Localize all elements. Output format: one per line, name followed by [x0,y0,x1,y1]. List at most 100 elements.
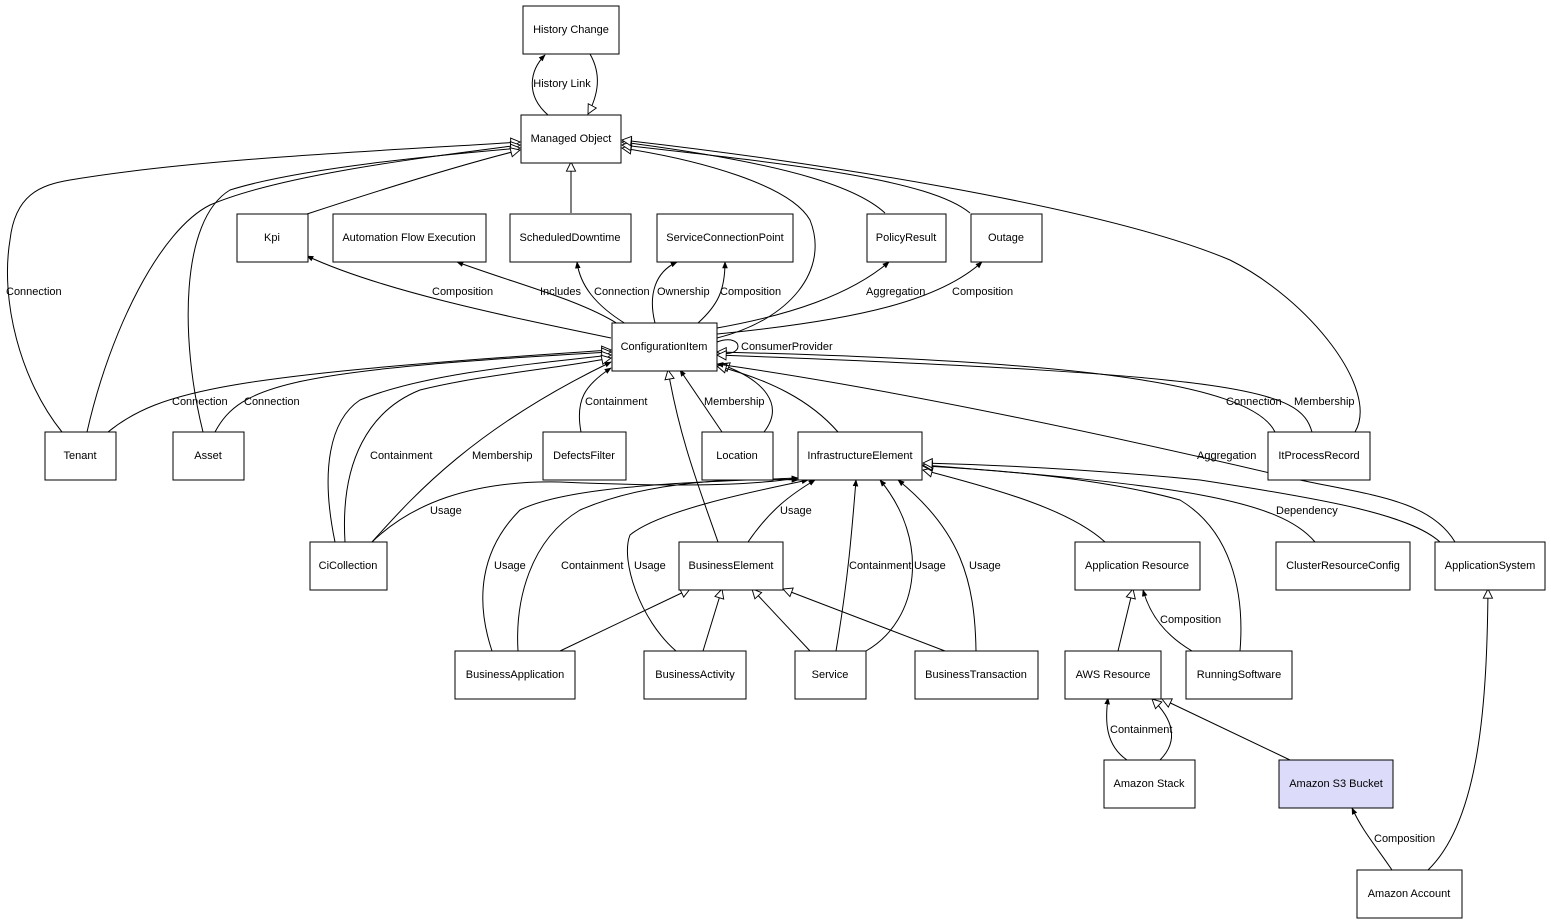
node-business-application[interactable]: BusinessApplication [454,650,576,700]
label-acct-s3-composition: Composition [1374,833,1435,845]
node-label: DefectsFilter [553,450,615,462]
node-label: Service [812,669,849,681]
node-cluster-resource-config[interactable]: ClusterResourceConfig [1275,541,1411,591]
label-ba-ie-containment: Containment [561,560,623,572]
node-application-system[interactable]: ApplicationSystem [1434,541,1546,591]
node-amazon-s3-bucket[interactable]: Amazon S3 Bucket [1278,759,1394,809]
node-business-element[interactable]: BusinessElement [678,541,784,591]
label-ci-sd-connection: Connection [594,286,650,298]
label-tenant-ci-connection: Connection [172,396,228,408]
node-label: ApplicationSystem [1445,560,1536,572]
node-label: InfrastructureElement [807,450,912,462]
edge-stack-aws-containment [1104,697,1128,761]
node-kpi[interactable]: Kpi [236,213,309,263]
node-service-connection-point[interactable]: ServiceConnectionPoint [656,213,794,263]
edge-crc-ie-dependency [923,465,1316,543]
edge-ci-kpi-composition [306,255,612,339]
node-defects-filter[interactable]: DefectsFilter [542,431,627,481]
node-label: AWS Resource [1076,669,1151,681]
label-ba-ie-usage: Usage [494,560,526,572]
node-label: Managed Object [531,133,612,145]
node-infrastructure-element[interactable]: InfrastructureElement [797,431,923,481]
node-label: Application Resource [1085,560,1189,572]
edge-ci-self-consumerprovider [716,339,739,357]
edge-outage-mo-inherit [622,145,971,214]
node-outage[interactable]: Outage [970,213,1043,263]
node-application-resource[interactable]: Application Resource [1074,541,1201,591]
node-policy-result[interactable]: PolicyResult [866,213,947,263]
node-configuration-item[interactable]: ConfigurationItem [611,322,718,372]
node-it-process-record[interactable]: ItProcessRecord [1267,431,1371,481]
edge-svc-ie-usage [865,479,913,652]
edge-ci-scp-composition [697,261,728,324]
label-cic-ci-containment: Containment [370,450,432,462]
node-service[interactable]: Service [794,650,867,700]
edge-ba-be-inherit [559,589,690,652]
edge-ar-ie-inherit [923,470,1106,543]
label-crc-ie-dependency: Dependency [1276,505,1338,517]
edge-labels: History Link Connection Composition Incl… [6,78,1435,845]
label-bt-ie-usage: Usage [969,560,1001,572]
edge-ci-afe-includes [456,261,619,325]
edge-stack-aws-inherit [1152,699,1172,761]
edge-itpr-ci-membership [717,355,1313,433]
edge-location-ci-membership [679,369,723,433]
edge-be-ie-usage [747,479,816,543]
node-scheduled-downtime[interactable]: ScheduledDowntime [509,213,632,263]
node-amazon-account[interactable]: Amazon Account [1356,869,1463,919]
node-label: BusinessElement [689,560,774,572]
node-label: ServiceConnectionPoint [666,232,783,244]
edge-as-ie-inherit [923,463,1441,543]
label-location-ci-membership: Membership [704,396,765,408]
edge-tenant-ci-connection [107,350,611,433]
node-ci-collection[interactable]: CiCollection [309,541,388,591]
label-cic-ci-membership: Membership [472,450,533,462]
node-label: Kpi [264,232,280,244]
edge-bact-ie-usage [626,478,809,652]
node-tenant[interactable]: Tenant [44,431,117,481]
edge-acct-as-inherit [1427,589,1488,871]
node-label: BusinessApplication [466,669,564,681]
node-automation-flow-execution[interactable]: Automation Flow Execution [332,213,487,263]
node-label: Amazon Stack [1114,778,1185,790]
edge-svc-ie-containment [835,479,859,652]
label-svc-ie-usage: Usage [914,560,946,572]
label-as-ci-aggregation: Aggregation [1197,450,1256,462]
node-running-software[interactable]: RunningSoftware [1185,650,1293,700]
edge-bact-be-inherit [702,589,722,652]
node-business-transaction[interactable]: BusinessTransaction [914,650,1039,700]
node-history-change[interactable]: History Change [522,5,620,55]
label-svc-ie-containment: Containment [849,560,911,572]
edge-cic-ci-containment [327,355,611,543]
label-ci-pr-aggregation: Aggregation [866,286,925,298]
edge-ci-scp-ownership [651,261,678,324]
node-amazon-stack[interactable]: Amazon Stack [1103,759,1196,809]
node-managed-object[interactable]: Managed Object [520,114,622,164]
edge-history-link-down [588,53,598,114]
edge-ci-pr-aggregation [716,261,890,329]
node-label: Amazon S3 Bucket [1289,778,1383,790]
node-label: ItProcessRecord [1278,450,1359,462]
node-business-activity[interactable]: BusinessActivity [643,650,747,700]
node-label: ConfigurationItem [621,341,708,353]
node-asset[interactable]: Asset [172,431,245,481]
label-itpr-ci-connection: Connection [1226,396,1282,408]
node-label: Outage [988,232,1024,244]
label-ci-outage-composition: Composition [952,286,1013,298]
nodes: History Change Managed Object Kpi Automa… [44,5,1546,919]
label-rs-ar-composition: Composition [1160,614,1221,626]
node-label: PolicyResult [876,232,937,244]
edge-rs-ar-composition [1142,589,1193,652]
label-ci-afe-includes: Includes [540,286,581,298]
edge-aws-ar-inherit [1117,589,1133,652]
node-label: BusinessTransaction [925,669,1027,681]
edge-kpi-mo-inherit [306,150,520,215]
label-history-link: History Link [533,78,591,90]
node-label: Amazon Account [1368,888,1451,900]
node-label: CiCollection [319,560,378,572]
edge-svc-be-inherit [752,589,811,652]
node-label: Asset [194,450,222,462]
node-aws-resource[interactable]: AWS Resource [1064,650,1162,700]
node-location[interactable]: Location [701,431,774,481]
edge-cic-ie-usage [371,476,799,543]
